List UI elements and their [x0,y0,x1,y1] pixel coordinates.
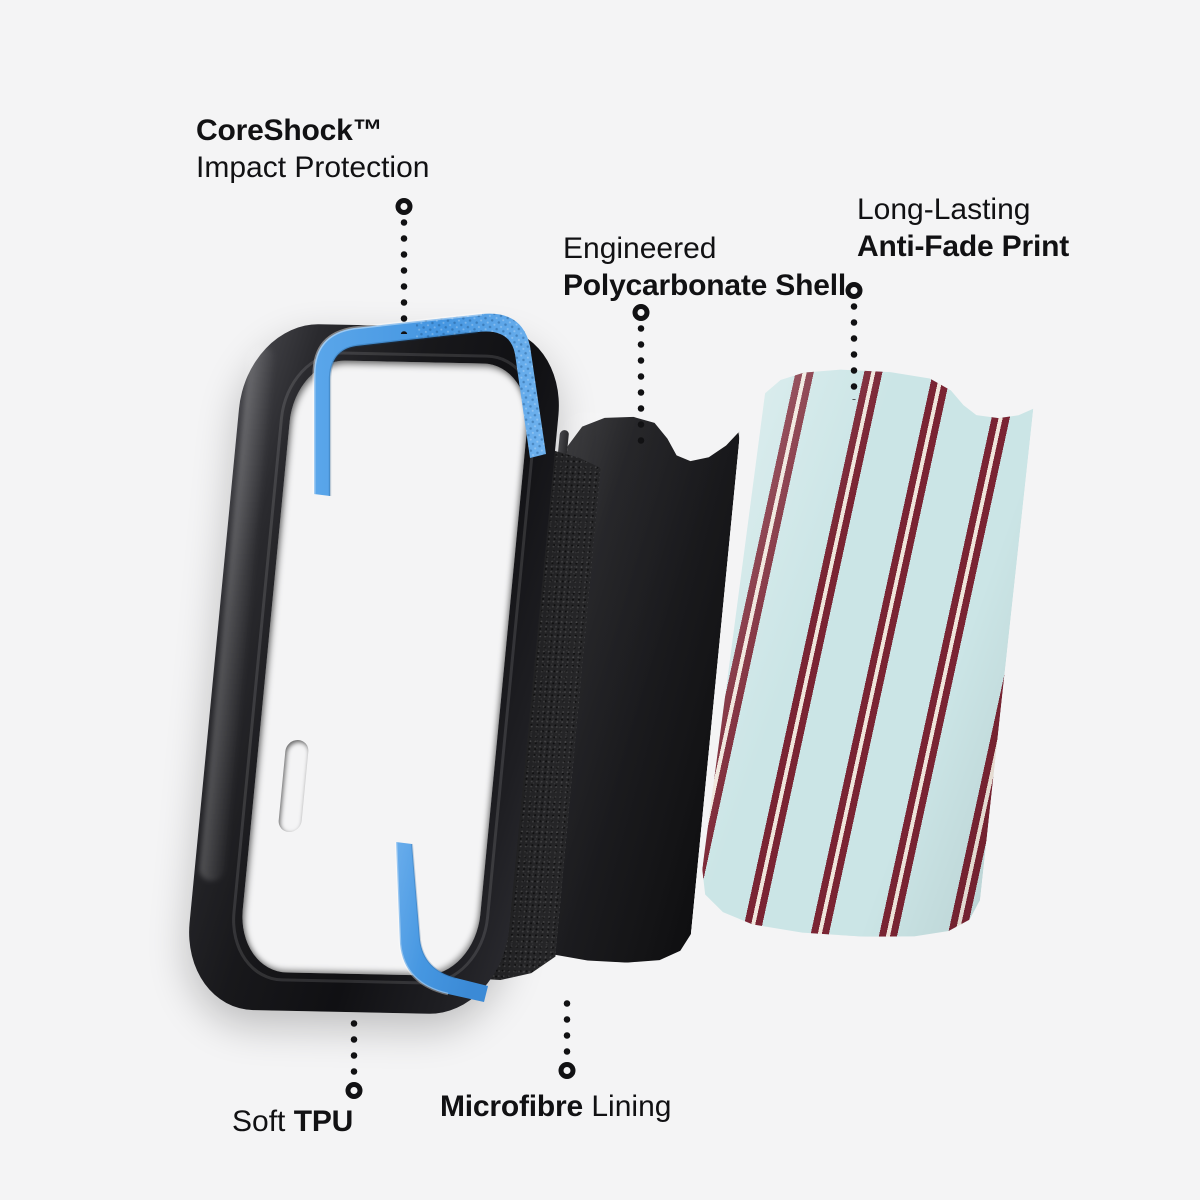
callout-tpu: Soft TPU [232,1103,353,1140]
leader-dots-tpu [350,1020,357,1082]
coreshock-shadow-edge [328,330,479,496]
leader-dots-antifade [850,303,857,400]
leader-ring-coreshock [395,198,412,215]
coreshock-bumper-top [296,306,558,506]
leader-line-tpu [345,1020,362,1102]
leader-line-coreshock [395,198,412,334]
coreshock-strip-shape-bottom [396,842,488,1002]
layer-anti-fade-print [726,366,1007,936]
callout-polycarbonate-line2: Polycarbonate Shell [563,269,846,303]
callout-microfibre: Microfibre Lining [440,1088,671,1125]
callout-polycarbonate: Engineered Polycarbonate Shell [563,230,846,304]
print-stripe-pattern [695,362,1037,940]
coreshock-bumper-bottom [370,836,500,1012]
leader-dots-microfibre [563,1000,570,1062]
callout-polycarbonate-line1: Engineered [563,232,717,265]
callout-antifade-line1: Long-Lasting [857,193,1031,226]
coreshock-shadow-bottom [411,843,457,979]
callout-coreshock-line1: CoreShock™ [196,114,383,147]
leader-dots-coreshock [400,219,407,334]
leader-line-antifade [845,282,862,400]
callout-coreshock: CoreShock™ Impact Protection [196,112,429,186]
print-sheet [695,362,1037,940]
coreshock-highlight [312,312,483,494]
callout-tpu-bold: TPU [293,1105,354,1138]
leader-line-microfibre [558,1000,575,1082]
leader-dots-polycarbonate [637,325,644,452]
callout-antifade: Long-Lasting Anti-Fade Print [857,191,1069,265]
callout-coreshock-line2: Impact Protection [196,151,430,185]
callout-antifade-line2: Anti-Fade Print [857,230,1069,264]
leader-ring-polycarbonate [632,304,649,321]
callout-tpu-regular: Soft [232,1105,294,1138]
leader-line-polycarbonate [632,304,649,452]
leader-ring-antifade [845,282,862,299]
callout-microfibre-bold: Microfibre [440,1090,584,1123]
leader-ring-tpu [345,1082,362,1099]
leader-ring-microfibre [558,1062,575,1079]
coreshock-highlight-bottom [394,841,449,996]
callout-microfibre-regular: Lining [583,1090,672,1123]
